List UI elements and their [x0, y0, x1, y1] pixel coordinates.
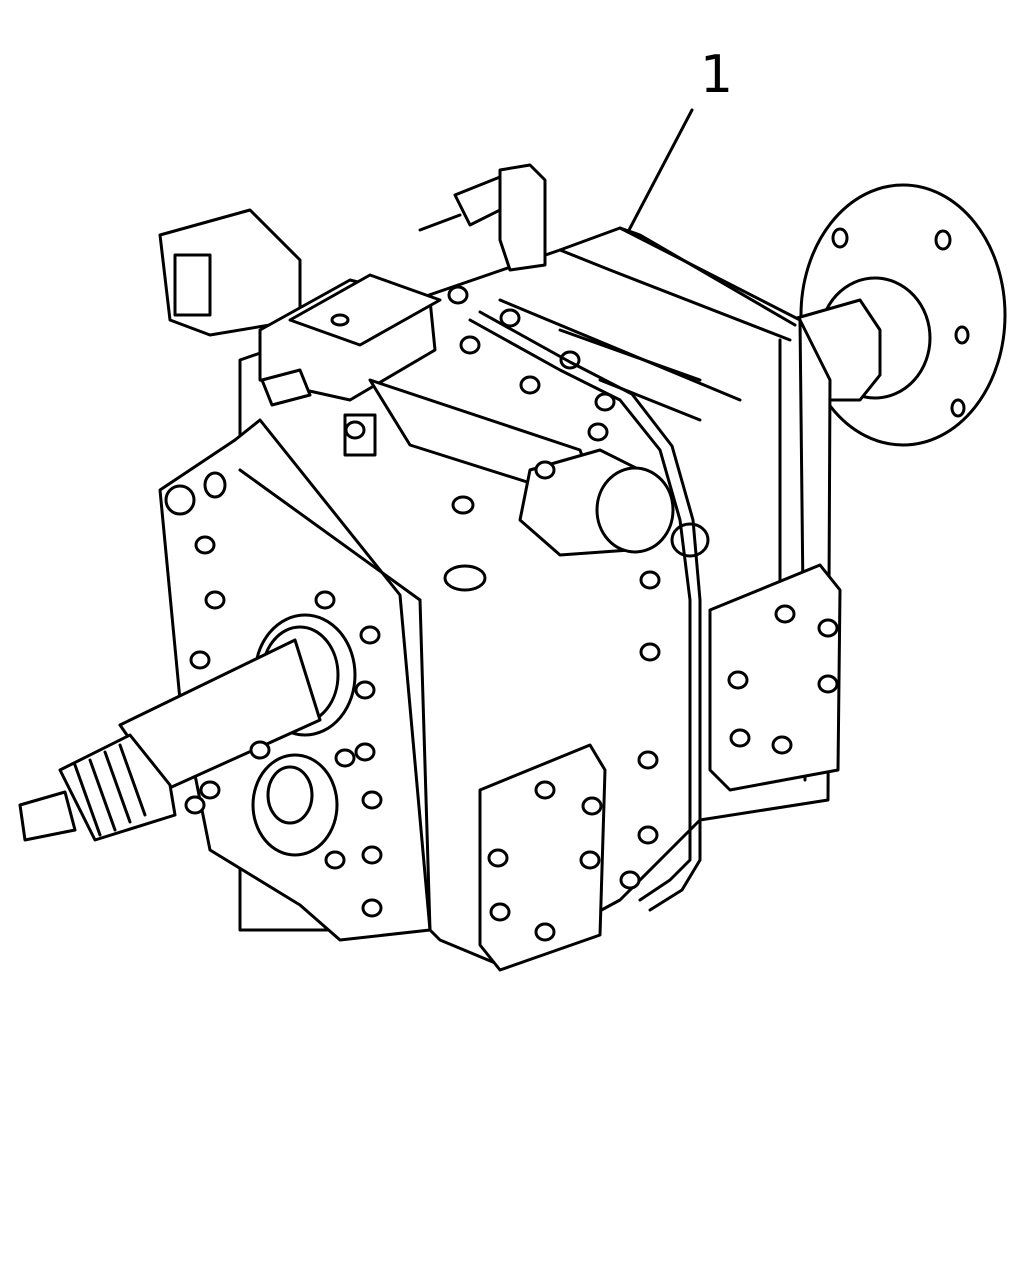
bolt-head	[324, 850, 346, 870]
bolt-head	[579, 850, 601, 870]
bolt-head	[534, 922, 556, 942]
bolt-head	[344, 420, 366, 440]
bolt-head	[534, 780, 556, 800]
callout-label: 1	[700, 45, 733, 105]
bolt-head	[189, 650, 211, 670]
bolt-head	[487, 848, 509, 868]
speed-sensor-connector	[418, 163, 547, 272]
bolt-head	[249, 740, 271, 760]
bolt-head	[639, 570, 661, 590]
bolt-head	[361, 898, 383, 918]
bolt-head	[199, 780, 221, 800]
bolt-head	[489, 902, 511, 922]
bolt-head	[587, 422, 609, 442]
bolt-head	[637, 750, 659, 770]
bolt-head	[637, 825, 659, 845]
bolt-head	[774, 604, 796, 624]
shift-cover	[158, 208, 602, 507]
bolt-head	[459, 335, 481, 355]
bolt-head	[334, 748, 356, 768]
bolt-head	[361, 790, 383, 810]
bolt-head	[817, 674, 839, 694]
bolt-head	[361, 845, 383, 865]
bolt-head	[354, 680, 376, 700]
side-cover-lower	[478, 743, 607, 972]
bolt-head	[314, 590, 336, 610]
bolt-head	[447, 285, 469, 305]
bolt-head	[771, 735, 793, 755]
bolt-head	[184, 795, 206, 815]
bolt-head	[727, 670, 749, 690]
bolt-head	[204, 590, 226, 610]
bolt-head	[194, 535, 216, 555]
callout-leader-line	[626, 108, 694, 234]
bolt-head	[534, 460, 556, 480]
bolt-head	[354, 742, 376, 762]
bolt-head	[499, 308, 521, 328]
bolt-head	[639, 642, 661, 662]
bearing-cap	[251, 753, 339, 857]
bolt-head	[359, 625, 381, 645]
bolt-head	[581, 796, 603, 816]
bolt-head	[729, 728, 751, 748]
bolt-head	[619, 870, 641, 890]
shift-actuator	[518, 448, 710, 558]
hydraulic-line	[468, 310, 702, 912]
bolt-group	[184, 285, 839, 942]
input-shaft	[18, 613, 357, 842]
callout-1: 1	[626, 45, 733, 234]
bolt-head	[817, 618, 839, 638]
bolt-head	[519, 375, 541, 395]
